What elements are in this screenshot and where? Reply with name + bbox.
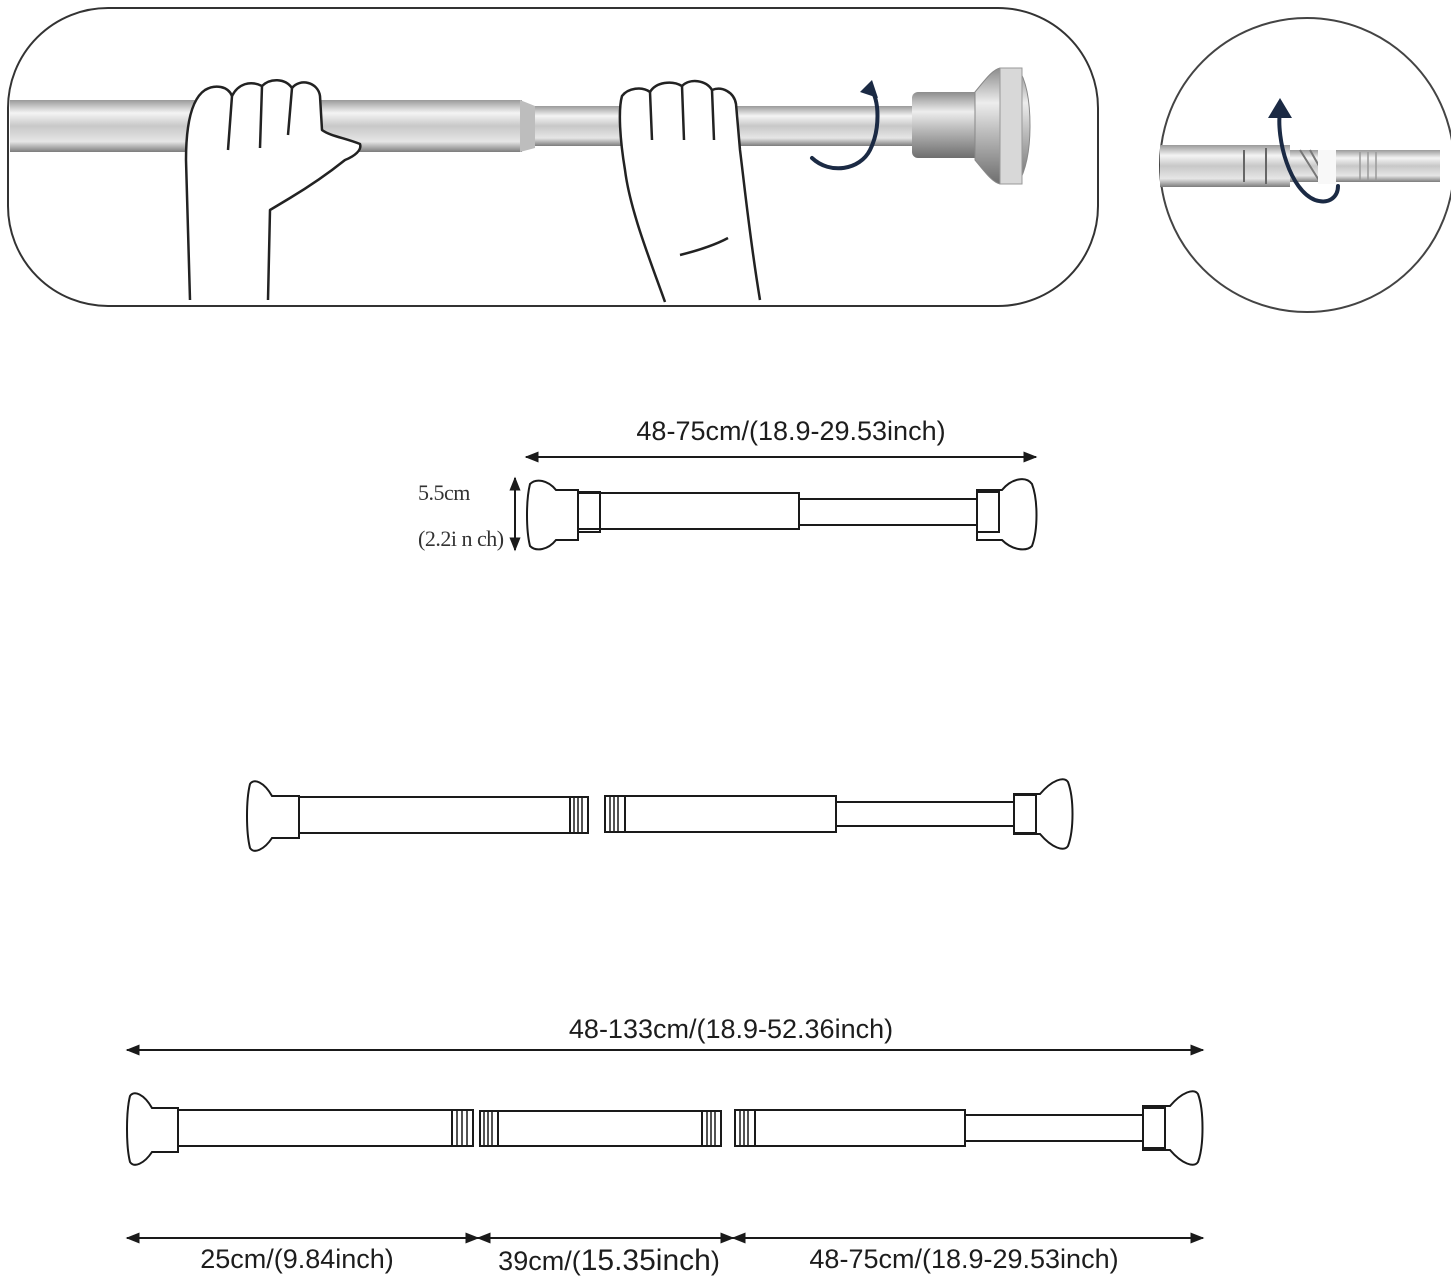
middle-tube	[479, 1110, 722, 1147]
end-cap	[912, 67, 1031, 185]
thick-tube	[177, 1109, 474, 1147]
curved-rotate-arrow-icon	[810, 80, 880, 171]
thin-tube	[835, 801, 1015, 827]
two-section-rod-diagram	[246, 778, 1074, 852]
section-1-label: 25cm/(9.84inch)	[200, 1244, 394, 1274]
section-3-label: 48-75cm/(18.9-29.53inch)	[809, 1244, 1119, 1274]
short-rod-diagram	[509, 451, 1038, 552]
thin-tube	[964, 1114, 1144, 1142]
end-cap-height-inch-label: (2.2i n ch)	[418, 526, 504, 551]
left-end-cap	[526, 479, 579, 551]
total-length-label: 48-133cm/(18.9-52.36inch)	[568, 1014, 894, 1044]
twist-lock-detail-circle	[1159, 17, 1451, 313]
hand-icon	[618, 79, 762, 303]
right-end-cap	[1013, 778, 1074, 850]
thin-tube	[798, 498, 978, 526]
thick-tube	[298, 796, 589, 834]
third-tube	[734, 1109, 966, 1147]
three-section-rod-diagram	[125, 1044, 1205, 1244]
left-end-cap	[126, 1092, 179, 1166]
left-end-cap	[246, 780, 300, 852]
middle-tube	[604, 795, 837, 833]
right-end-cap	[1142, 1090, 1204, 1166]
end-cap-height-cm-label: 5.5cm	[418, 480, 470, 505]
hand-twist-panel	[7, 7, 1099, 307]
curved-rotate-arrow-icon	[1268, 98, 1340, 204]
right-end-cap	[976, 478, 1038, 551]
hand-icon	[184, 79, 362, 301]
section-2-label: 39cm/(15.35inch)	[498, 1244, 720, 1277]
top-rod-length-label: 48-75cm/(18.9-29.53inch)	[636, 416, 946, 446]
thick-tube	[577, 492, 800, 530]
